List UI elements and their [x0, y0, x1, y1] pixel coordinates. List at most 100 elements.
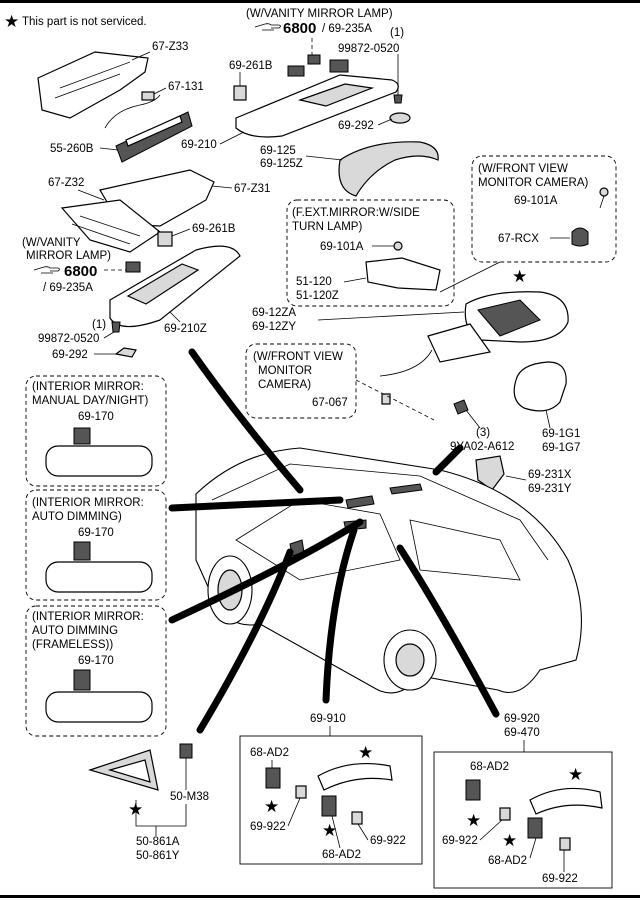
- mirror-auto-title-1: (INTERIOR MIRROR:: [32, 497, 144, 509]
- label-69-261B-mid: 69-261B: [192, 223, 236, 235]
- sun-visor-right: [235, 59, 399, 138]
- grip-clip-c: [465, 779, 481, 801]
- vehicle-outline: [195, 447, 582, 694]
- label-9YA02-A612: 9YA02-A612: [450, 441, 514, 453]
- front-cam-mid-title-2: MONITOR: [258, 365, 312, 377]
- mirror-turn-lamp: [475, 455, 505, 491]
- window-clip: [179, 743, 193, 759]
- glove-box: [115, 111, 193, 163]
- qty-left: (1): [92, 319, 106, 331]
- label-68-AD2-c: 68-AD2: [470, 761, 509, 773]
- label-69-261B-top: 69-261B: [229, 60, 273, 72]
- left-lamp-title-1: (W/VANITY: [22, 237, 81, 249]
- label-50-861A: 50-861A: [136, 836, 180, 848]
- visor-cover-top: [389, 112, 411, 124]
- label-69-231X: 69-231X: [528, 469, 572, 481]
- visor-clip-mid: [157, 231, 173, 247]
- label-99872-0520-top: 99872-0520: [338, 43, 399, 55]
- label-68-AD2-b: 68-AD2: [322, 849, 361, 861]
- label-69-12ZY: 69-12ZY: [252, 321, 296, 333]
- camera-screw: [599, 187, 609, 209]
- qty-top: (1): [390, 27, 404, 39]
- label-69-910: 69-910: [310, 713, 346, 725]
- label-69-125: 69-125: [260, 145, 296, 157]
- grip-cap-d: [559, 837, 571, 851]
- notice-star-icon: ★: [4, 12, 19, 31]
- top-lamp-ref-number: 6800: [283, 20, 316, 37]
- front-cam-top-title-2: MONITOR CAMERA): [478, 177, 588, 189]
- grip-clip-d: [527, 817, 543, 839]
- assist-grip-b: [529, 787, 603, 815]
- visor-lamp-top: [307, 54, 321, 65]
- label-67-Z32: 67-Z32: [48, 177, 84, 189]
- mirror-glass: [513, 361, 567, 412]
- mirror-frameless-title-3: (FRAMELESS)): [32, 639, 113, 651]
- label-69-922-a: 69-922: [250, 821, 286, 833]
- mirror-frameless-title-1: (INTERIOR MIRROR:: [32, 611, 144, 623]
- qty-bolt: (3): [476, 427, 490, 439]
- grip-clip-a: [265, 767, 281, 789]
- label-69-231Y: 69-231Y: [528, 483, 572, 495]
- grip-cap-a: [295, 785, 307, 799]
- label-68-AD2-d: 68-AD2: [488, 855, 527, 867]
- label-69-1G1: 69-1G1: [542, 428, 580, 440]
- label-69-210: 69-210: [181, 139, 217, 151]
- label-69-470: 69-470: [504, 727, 540, 739]
- label-51-120Z: 51-120Z: [296, 290, 339, 302]
- side-lamp-title-2: TURN LAMP): [292, 221, 362, 233]
- mirror-manual-title-1: (INTERIOR MIRROR:: [32, 381, 144, 393]
- grip-star-icon-c: ★: [322, 821, 337, 840]
- left-lamp-ref-code: / 69-235A: [43, 282, 93, 294]
- grip-star-icon-b: ★: [264, 797, 279, 816]
- interior-mirror-manual: [45, 427, 153, 477]
- bottom-rule: [0, 895, 640, 898]
- front-cam-mid-title-3: CAMERA): [258, 379, 311, 391]
- grip-star-icon-a: ★: [358, 743, 373, 762]
- label-69-292-top: 69-292: [338, 120, 374, 132]
- label-99872-0520-left: 99872-0520: [38, 333, 99, 345]
- visor-cover-left: [114, 347, 137, 358]
- top-rule: [0, 0, 640, 3]
- front-cam-top-title-1: (W/FRONT VIEW: [478, 163, 568, 175]
- side-turn-lamp: [365, 257, 441, 291]
- label-55-260B: 55-260B: [50, 143, 94, 155]
- mirror-bolt: [453, 399, 469, 415]
- label-69-922-b: 69-922: [370, 835, 406, 847]
- label-69-292-left: 69-292: [52, 349, 88, 361]
- hand-pointer-icon: [254, 23, 281, 31]
- grip-star-icon-f: ★: [502, 831, 517, 850]
- label-69-922-c: 69-922: [442, 835, 478, 847]
- mirror-frameless-title-2: AUTO DIMMING: [32, 625, 118, 637]
- mirror-cover: [338, 141, 439, 197]
- label-51-120: 51-120: [296, 276, 332, 288]
- hand-pointer-icon-left: [33, 266, 60, 274]
- assist-grip-a: [317, 762, 393, 791]
- label-69-101A-cam: 69-101A: [514, 195, 558, 207]
- side-lamp-title-1: (F.EXT.MIRROR:W/SIDE: [292, 207, 420, 219]
- label-67-Z33: 67-Z33: [152, 41, 188, 53]
- front-cam-mid-title-1: (W/FRONT VIEW: [253, 351, 343, 363]
- notice-text: This part is not serviced.: [22, 16, 147, 28]
- visor-lamp-left: [125, 261, 141, 273]
- interior-mirror-auto: [45, 541, 153, 593]
- label-69-170-b: 69-170: [78, 527, 114, 539]
- camera-harness: [379, 349, 433, 405]
- screw-left: [111, 321, 121, 333]
- door-mirror-assembly: [427, 291, 569, 363]
- top-lamp-ref-code: / 69-235A: [322, 23, 372, 35]
- label-69-170-c: 69-170: [78, 655, 114, 667]
- front-view-camera: [571, 227, 589, 247]
- label-68-AD2-a: 68-AD2: [250, 747, 289, 759]
- left-lamp-title-2: MIRROR LAMP): [26, 250, 111, 262]
- label-50-M38: 50-M38: [170, 791, 209, 803]
- label-69-170-a: 69-170: [78, 411, 114, 423]
- left-lamp-ref-number: 6800: [64, 263, 97, 280]
- interior-mirror-frameless: [45, 669, 153, 723]
- top-lamp-title: (W/VANITY MIRROR LAMP): [246, 8, 393, 20]
- label-69-125Z: 69-125Z: [260, 158, 303, 170]
- mirror-manual-title-2: MANUAL DAY/NIGHT): [32, 395, 148, 407]
- mirror-auto-title-2: AUTO DIMMING): [32, 511, 122, 523]
- label-67-RCX: 67-RCX: [498, 233, 539, 245]
- glove-box-lower: [60, 169, 215, 253]
